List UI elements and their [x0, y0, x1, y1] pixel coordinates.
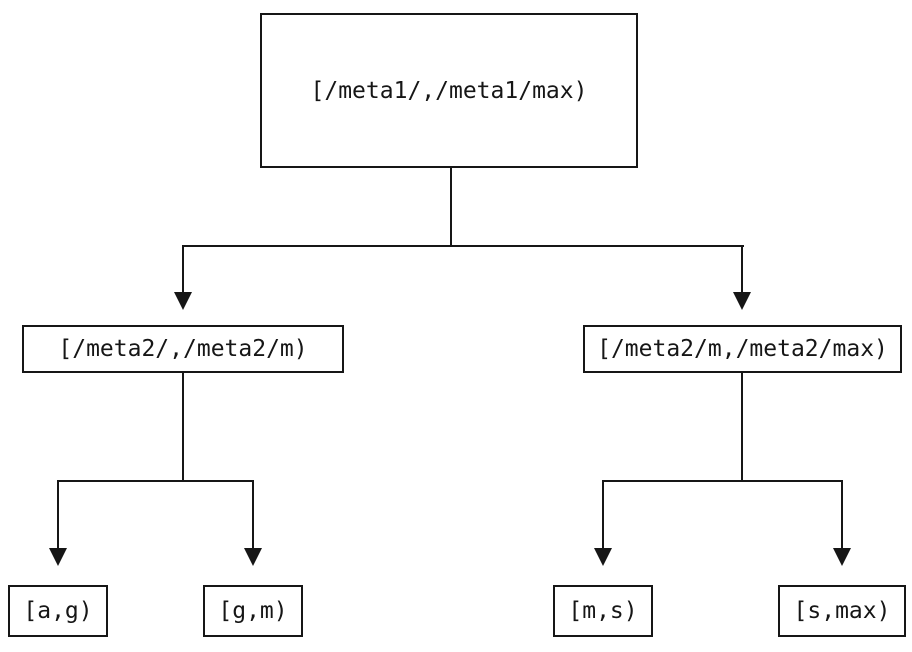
arrowhead-down-icon — [174, 292, 192, 310]
node-leaf-range-g-m: [g,m) — [203, 585, 303, 637]
node-leaf-range-m-s: [m,s) — [553, 585, 653, 637]
node-meta2-left-range: [/meta2/,/meta2/m) — [22, 325, 344, 373]
arrowhead-down-icon — [244, 548, 262, 566]
node-leaf-range-s-max: [s,max) — [778, 585, 906, 637]
connector-right-drop-second — [841, 480, 843, 548]
connector-root-stem — [450, 168, 452, 246]
connector-right-drop-first — [602, 480, 604, 548]
node-leaf-range-a-g: [a,g) — [8, 585, 108, 637]
connector-root-crossbar — [182, 245, 744, 247]
connector-right-crossbar — [602, 480, 843, 482]
arrowhead-down-icon — [833, 548, 851, 566]
connector-left-drop-first — [57, 480, 59, 548]
arrowhead-down-icon — [49, 548, 67, 566]
connector-root-drop-right — [741, 245, 743, 294]
arrowhead-down-icon — [733, 292, 751, 310]
connector-root-drop-left — [182, 245, 184, 294]
connector-right-stem — [741, 373, 743, 481]
connector-left-crossbar — [57, 480, 254, 482]
connector-left-stem — [182, 373, 184, 481]
node-meta2-right-range: [/meta2/m,/meta2/max) — [583, 325, 902, 373]
node-meta1-range: [/meta1/,/meta1/max) — [260, 13, 638, 168]
arrowhead-down-icon — [594, 548, 612, 566]
connector-left-drop-second — [252, 480, 254, 548]
